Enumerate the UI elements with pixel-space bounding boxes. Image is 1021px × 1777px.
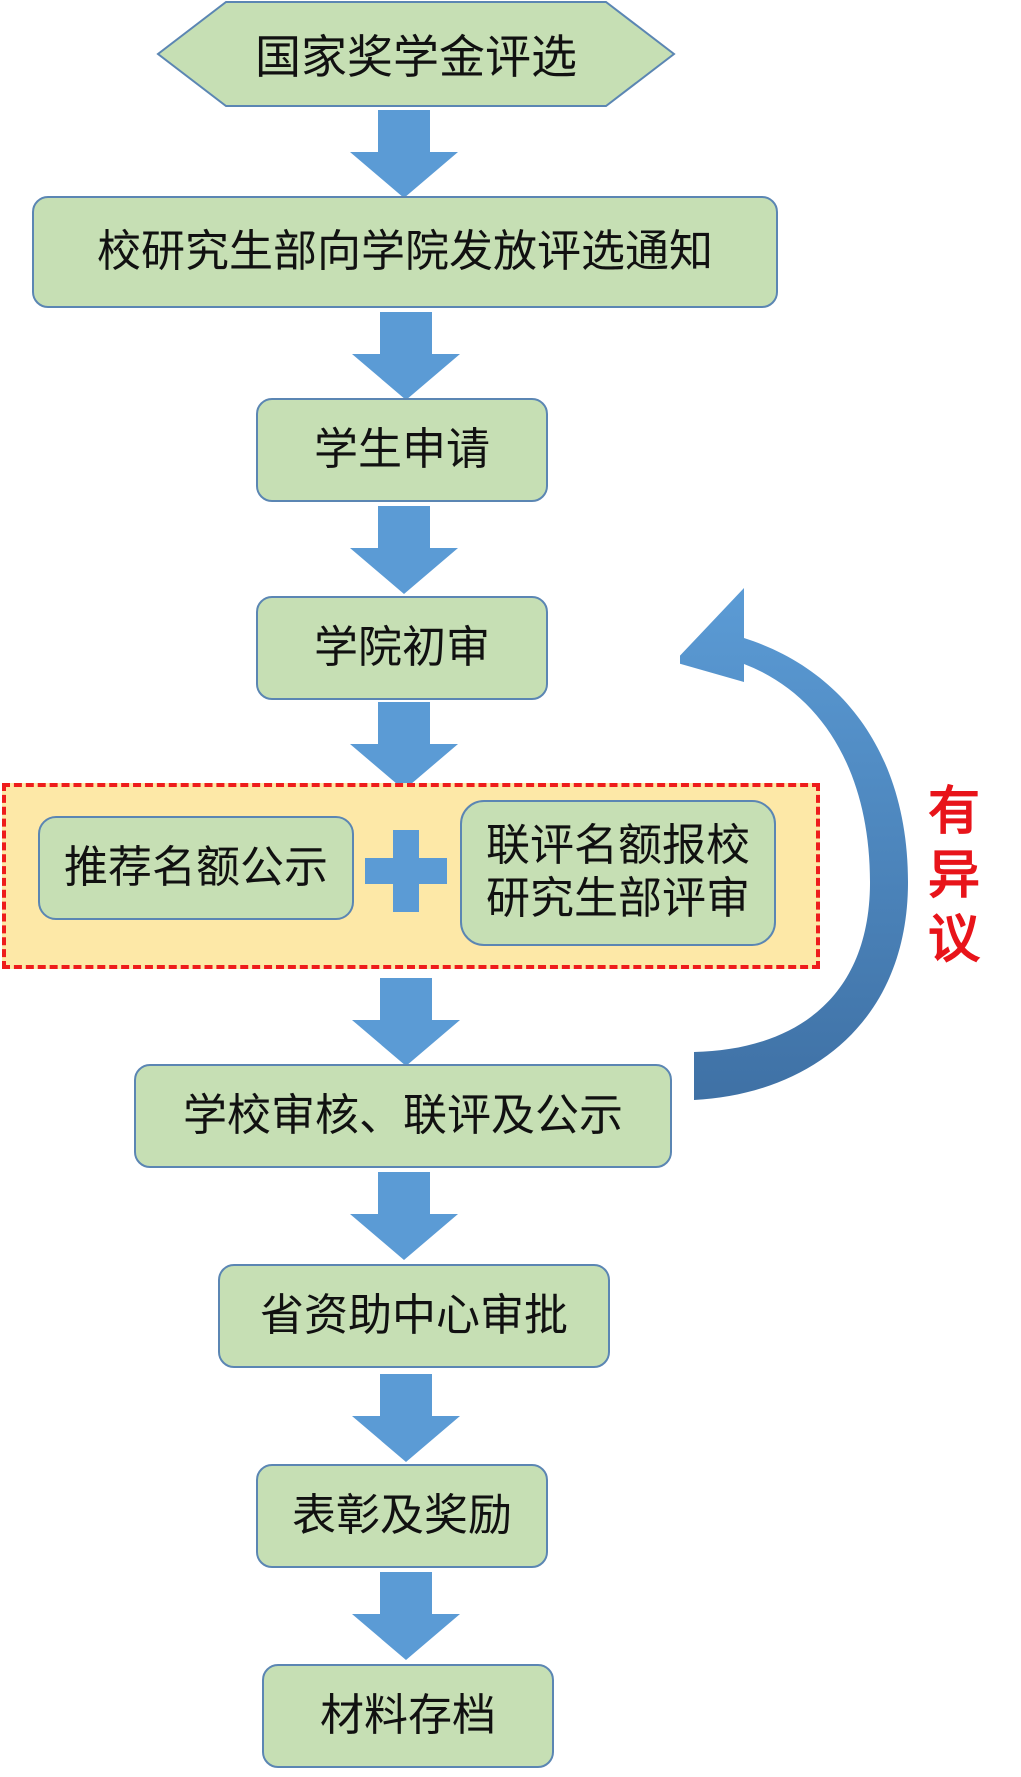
- down-arrow-icon: [352, 1572, 460, 1660]
- step-joint-review-line1: 联评名额报校: [486, 820, 750, 872]
- step-archive-label: 材料存档: [320, 1689, 496, 1741]
- step-college-review-label: 学院初审: [314, 621, 490, 673]
- plus-icon: [365, 830, 447, 912]
- step-college-review: 学院初审: [256, 596, 548, 700]
- down-arrow-icon: [350, 110, 458, 198]
- step-notice-label: 校研究生部向学院发放评选通知: [97, 225, 713, 277]
- start-node: 国家奖学金评选: [156, 0, 676, 108]
- down-arrow-icon: [350, 702, 458, 790]
- feedback-char: 有: [927, 782, 980, 842]
- down-arrow-icon: [352, 1374, 460, 1462]
- feedback-char: 异: [927, 846, 980, 906]
- step-joint-review: 联评名额报校 研究生部评审: [460, 800, 776, 946]
- start-node-label: 国家奖学金评选: [255, 30, 577, 84]
- hexagon-shape: [156, 1, 676, 107]
- down-arrow-icon: [352, 312, 460, 400]
- feedback-char: 议: [927, 910, 980, 970]
- feedback-label: 有 异 议: [924, 780, 984, 972]
- step-publicity: 推荐名额公示: [38, 816, 354, 920]
- step-apply: 学生申请: [256, 398, 548, 502]
- step-notice: 校研究生部向学院发放评选通知: [32, 196, 778, 308]
- step-school-review-label: 学校审核、联评及公示: [183, 1089, 623, 1141]
- step-publicity-label: 推荐名额公示: [64, 841, 328, 893]
- curved-arrow-icon: [680, 588, 908, 1100]
- step-award-label: 表彰及奖励: [292, 1489, 512, 1541]
- down-arrow-icon: [350, 506, 458, 594]
- step-apply-label: 学生申请: [314, 423, 490, 475]
- down-arrow-icon: [352, 978, 460, 1066]
- step-school-review: 学校审核、联评及公示: [134, 1064, 672, 1168]
- step-joint-review-line2: 研究生部评审: [486, 873, 750, 924]
- step-award: 表彰及奖励: [256, 1464, 548, 1568]
- step-archive: 材料存档: [262, 1664, 554, 1768]
- down-arrow-icon: [350, 1172, 458, 1260]
- step-province-approval-label: 省资助中心审批: [260, 1289, 568, 1341]
- step-province-approval: 省资助中心审批: [218, 1264, 610, 1368]
